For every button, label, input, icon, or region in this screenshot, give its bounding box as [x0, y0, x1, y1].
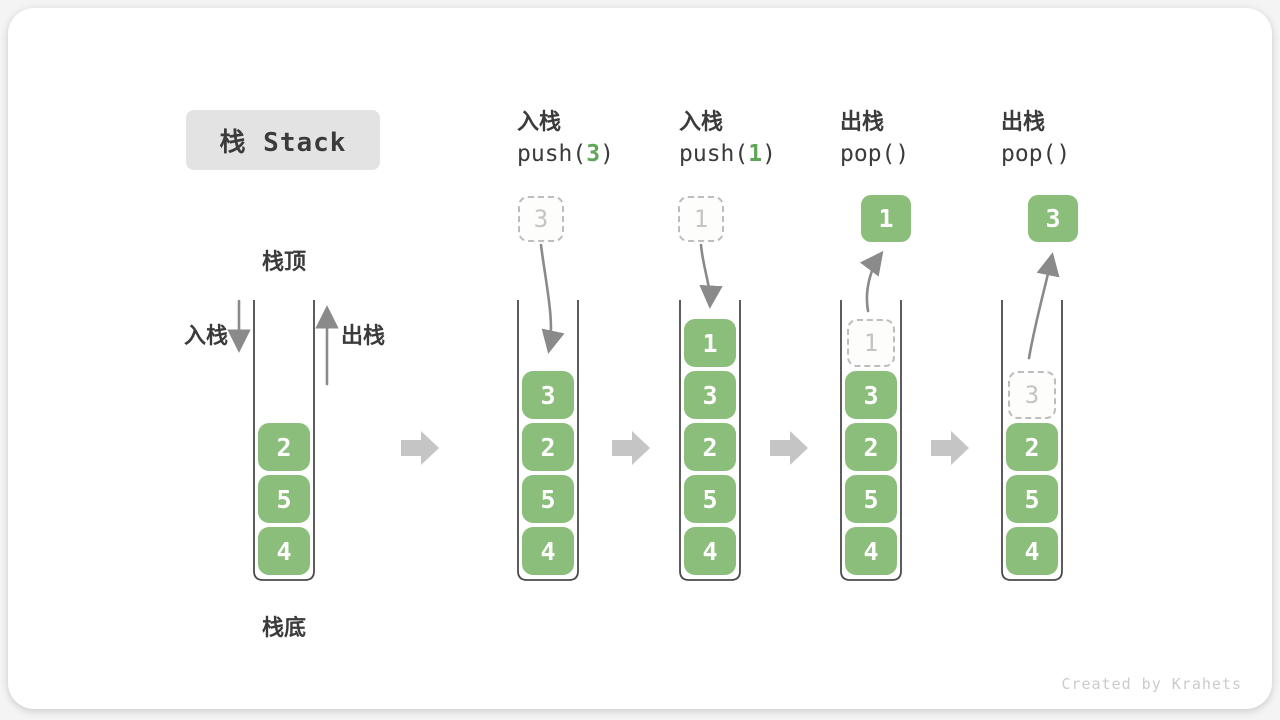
state-push-3-incoming-value: 3 [518, 196, 564, 242]
state-pop-second-ghost-slot: 3 [1008, 371, 1056, 419]
state-push-3-item-2: 2 [522, 423, 574, 471]
state-push-3-item-3: 3 [522, 371, 574, 419]
state-push-3-op-label: 入栈 [517, 110, 562, 135]
state-push-1-header: 入栈 push(1) [679, 104, 849, 167]
stack-container-2 [517, 300, 579, 581]
push-1-arrow-icon [699, 243, 723, 309]
state-push-3-item-4: 4 [522, 527, 574, 575]
state-pop-second-item-4: 4 [1006, 527, 1058, 575]
state-pop-first-item-5: 5 [845, 475, 897, 523]
state-pop-second-item-5: 5 [1006, 475, 1058, 523]
state-push-1-item-2: 2 [684, 423, 736, 471]
pop-1-arrow-icon [859, 250, 884, 313]
state-pop-first-code-label: pop() [840, 141, 910, 167]
state-pop-first-header: 出栈 pop() [840, 104, 1010, 167]
state-pop-first-item-3: 3 [845, 371, 897, 419]
next-state-arrow-icon-1 [401, 431, 439, 465]
state-pop-first-op-label: 出栈 [840, 110, 885, 135]
stack-container-5 [1001, 300, 1063, 581]
state-push-3-code-label: push(3) [517, 141, 614, 167]
state-pop-first-item-2: 2 [845, 423, 897, 471]
state-pop-first-ghost-slot: 1 [847, 319, 895, 367]
state-pop-second-item-2: 2 [1006, 423, 1058, 471]
state-push-1-item-3: 3 [684, 371, 736, 419]
push-label: 入栈 [183, 324, 228, 349]
title-text: 栈 Stack [219, 127, 347, 158]
state-pop-second-popped-value: 3 [1028, 195, 1078, 242]
state-pop-second-code-label: pop() [1001, 141, 1071, 167]
stack-top-label: 栈顶 [261, 250, 307, 275]
state-initial-item-5: 5 [258, 475, 310, 523]
next-state-arrow-icon-2 [612, 431, 650, 465]
state-initial-item-4: 4 [258, 527, 310, 575]
state-push-1-code-arg: 1 [748, 141, 763, 167]
stack-bottom-label: 栈底 [261, 616, 307, 641]
push-3-arrow-icon [539, 243, 565, 354]
state-push-1-code-label: push(1) [679, 141, 776, 167]
state-initial-item-2: 2 [258, 423, 310, 471]
next-state-arrow-icon-3 [770, 431, 808, 465]
state-pop-first-item-4: 4 [845, 527, 897, 575]
title-badge: 栈 Stack [186, 110, 380, 170]
state-push-1-item-1: 1 [684, 319, 736, 367]
state-push-1-item-4: 4 [684, 527, 736, 575]
state-push-1-op-label: 入栈 [679, 110, 724, 135]
state-push-1-item-5: 5 [684, 475, 736, 523]
state-push-1-incoming-value: 1 [678, 196, 724, 242]
stack-container-3 [679, 300, 741, 581]
pop-3-arrow-icon [1027, 252, 1060, 360]
stack-container-4 [840, 300, 902, 581]
pop-label: 出栈 [341, 324, 386, 349]
state-pop-second-op-label: 出栈 [1001, 110, 1046, 135]
state-push-3-header: 入栈 push(3) [517, 104, 687, 167]
next-state-arrow-icon-4 [931, 431, 969, 465]
state-pop-first-popped-value: 1 [861, 195, 911, 242]
stack-container-1 [253, 300, 315, 581]
watermark-credit: Created by Krahets [1061, 675, 1242, 693]
state-push-3-code-arg: 3 [586, 141, 601, 167]
state-pop-second-header: 出栈 pop() [1001, 104, 1171, 167]
state-push-3-item-5: 5 [522, 475, 574, 523]
